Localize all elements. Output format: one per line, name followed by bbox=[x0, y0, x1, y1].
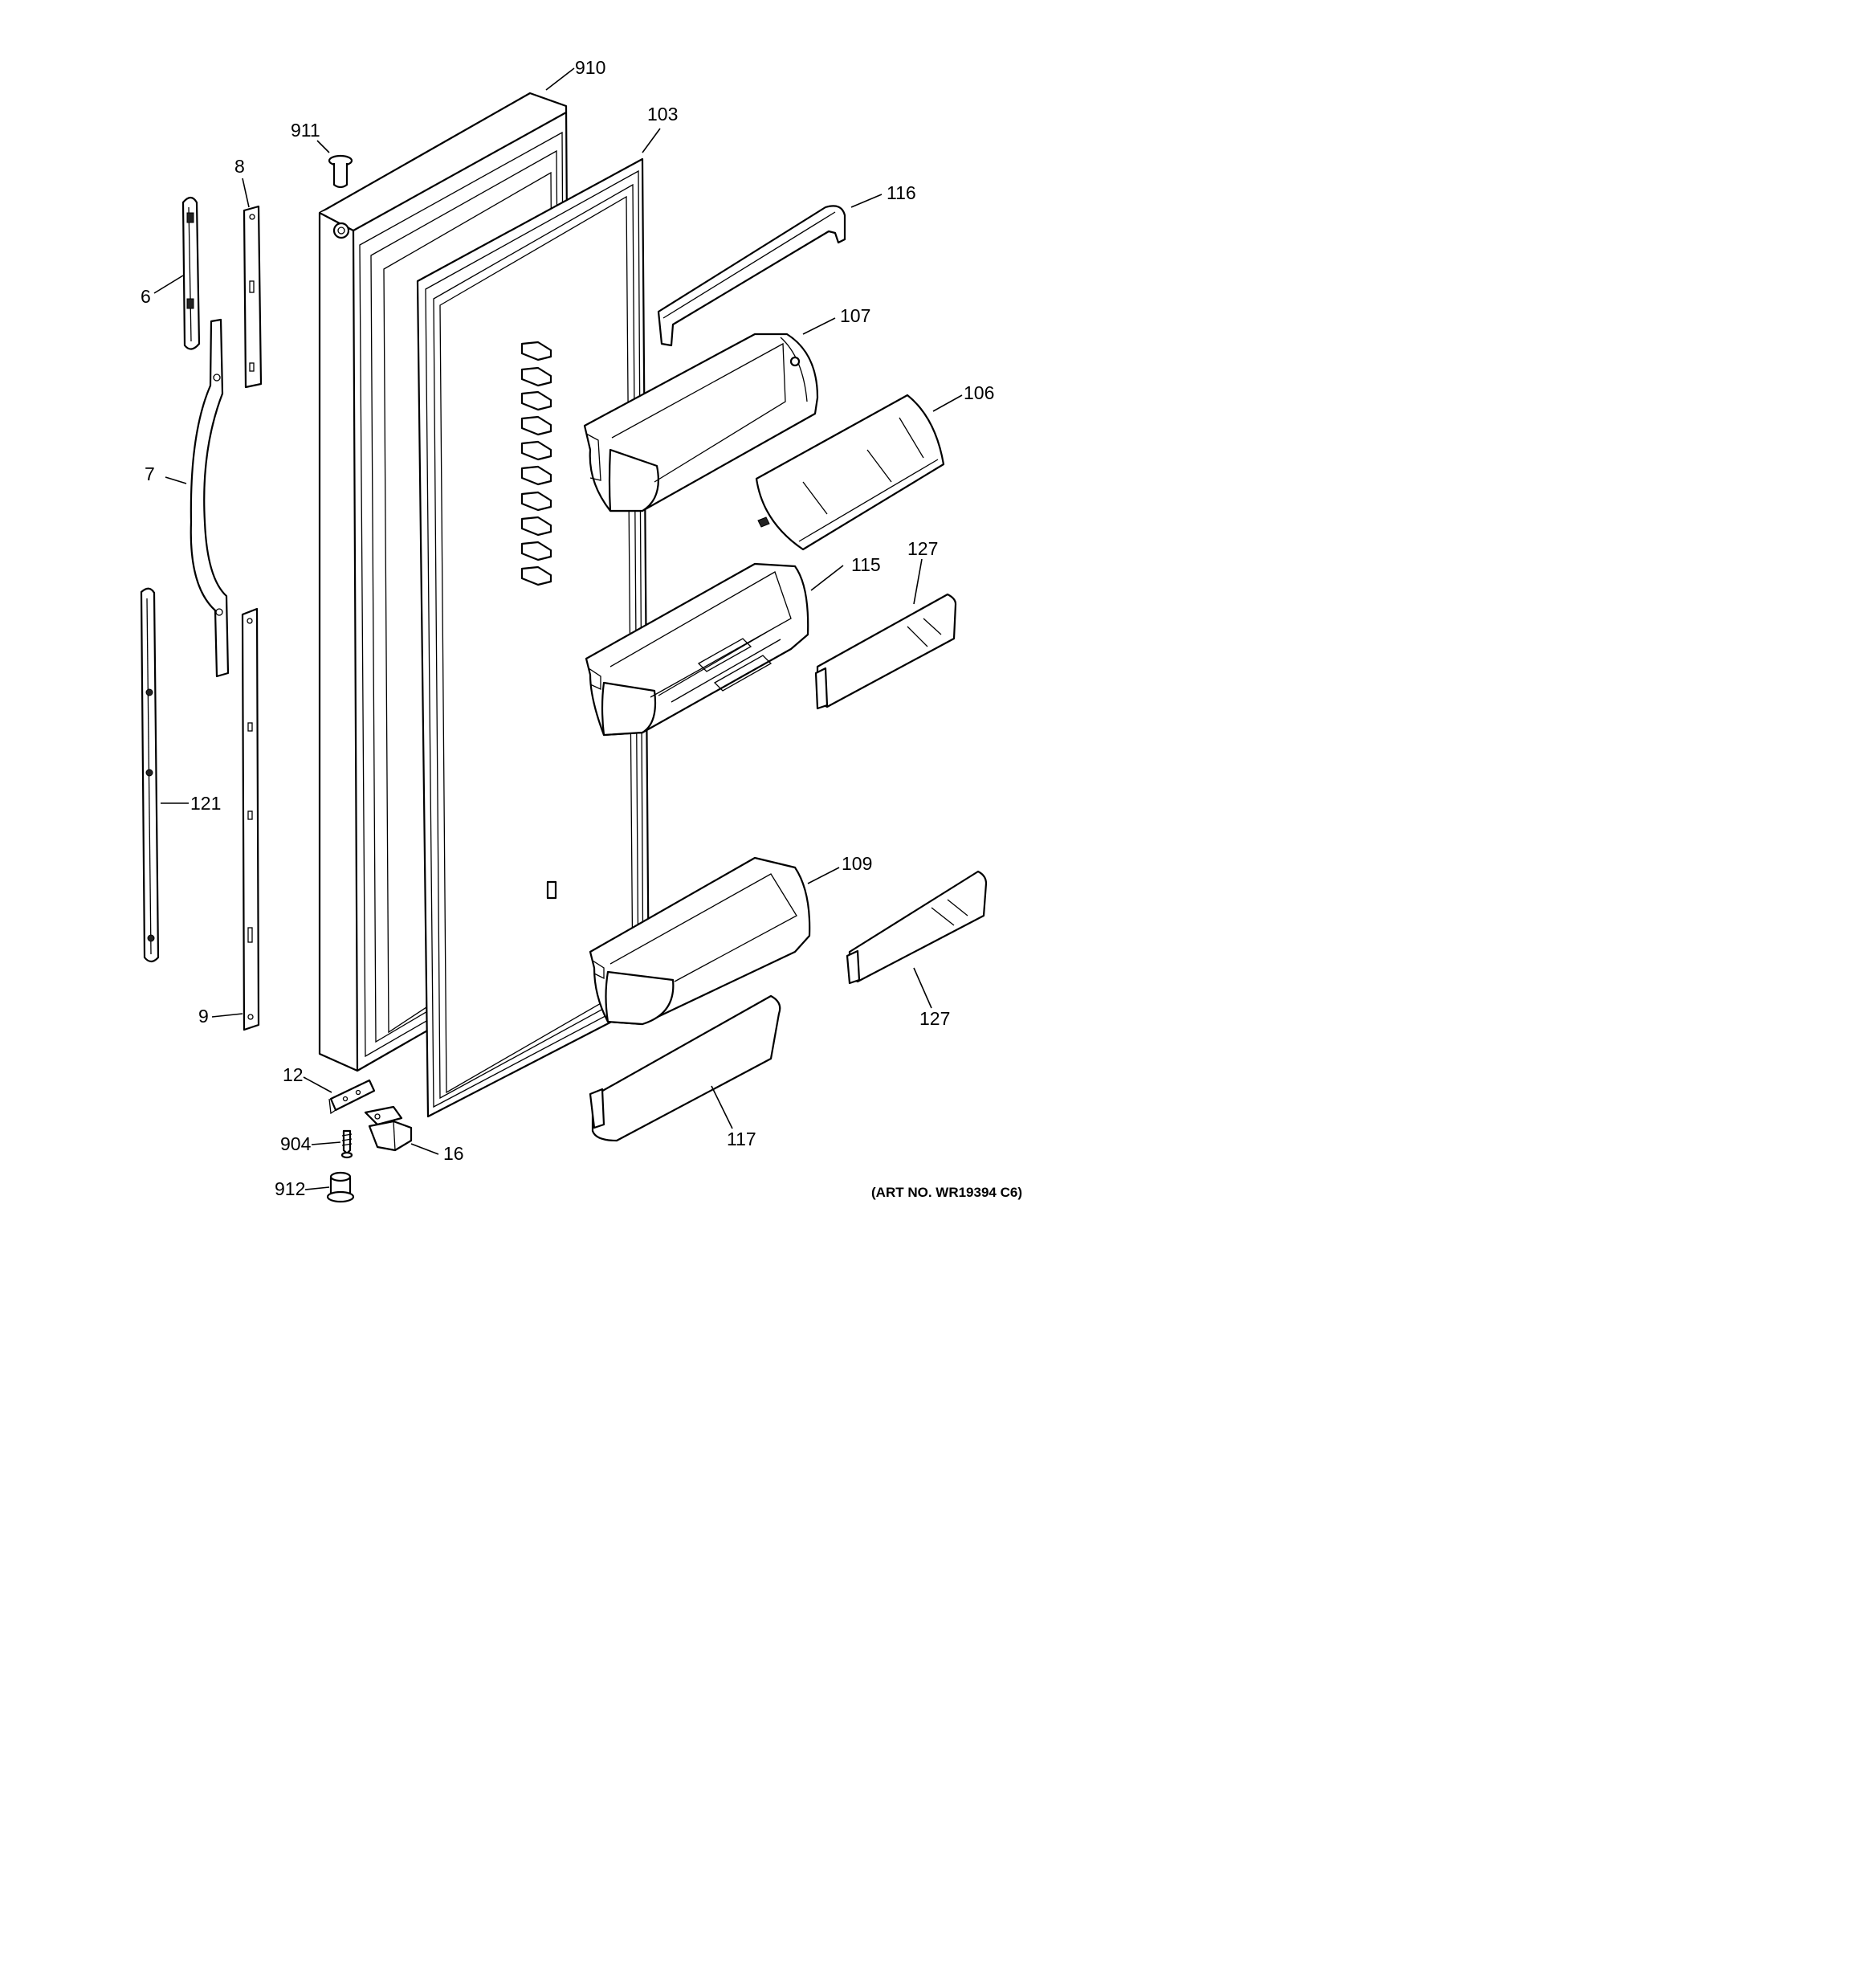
part-109-door-bin bbox=[589, 856, 811, 1026]
callout-12: 12 bbox=[283, 1064, 304, 1085]
callout-910: 910 bbox=[575, 57, 605, 78]
callout-904: 904 bbox=[280, 1133, 312, 1154]
part-12-hinge-bracket bbox=[328, 1079, 376, 1115]
callout-107: 107 bbox=[840, 305, 870, 326]
part-107-door-bin bbox=[583, 333, 819, 512]
callout-911: 911 bbox=[291, 120, 320, 141]
callout-6: 6 bbox=[141, 286, 151, 307]
part-9-trim-strip bbox=[241, 607, 260, 1031]
callout-117: 117 bbox=[727, 1129, 756, 1149]
part-912-hinge-bushing bbox=[326, 1171, 355, 1203]
part-904-screw bbox=[340, 1129, 353, 1159]
part-116-shelf-rail bbox=[657, 205, 846, 347]
part-106-bin-cover bbox=[755, 394, 945, 551]
callout-9: 9 bbox=[198, 1006, 209, 1027]
callout-127-upper: 127 bbox=[907, 538, 938, 559]
callout-115: 115 bbox=[851, 554, 881, 575]
callout-16: 16 bbox=[443, 1143, 464, 1164]
callout-912: 912 bbox=[275, 1178, 305, 1199]
callout-103: 103 bbox=[647, 104, 678, 125]
callout-labels: 910 911 103 8 116 6 107 106 7 115 127 12… bbox=[141, 57, 994, 1199]
callout-127-lower: 127 bbox=[919, 1008, 950, 1029]
part-8-trim-strip bbox=[243, 205, 263, 389]
part-6-handle-trim bbox=[181, 196, 201, 350]
callout-7: 7 bbox=[145, 463, 155, 484]
callout-8: 8 bbox=[234, 156, 245, 177]
part-115-door-bin bbox=[585, 562, 809, 737]
part-117-bin-front bbox=[589, 994, 781, 1142]
part-127-bin-cover-lower bbox=[846, 870, 988, 985]
part-16-bottom-hinge bbox=[364, 1105, 413, 1152]
shelf-support-tabs bbox=[520, 341, 552, 586]
part-121-side-trim bbox=[140, 587, 160, 963]
callout-121: 121 bbox=[190, 793, 221, 814]
callout-116: 116 bbox=[887, 182, 916, 203]
part-7-door-handle bbox=[190, 318, 230, 678]
part-911-hinge-bushing bbox=[328, 154, 353, 189]
leader-lines bbox=[153, 67, 963, 1190]
refrigerator-door-parts-diagram: 910 911 103 8 116 6 107 106 7 115 127 12… bbox=[140, 57, 1022, 1203]
callout-109: 109 bbox=[842, 853, 872, 874]
art-number: (ART NO. WR19394 C6) bbox=[871, 1185, 1022, 1200]
callout-106: 106 bbox=[964, 382, 994, 403]
part-127-bin-cover-upper bbox=[814, 593, 957, 710]
